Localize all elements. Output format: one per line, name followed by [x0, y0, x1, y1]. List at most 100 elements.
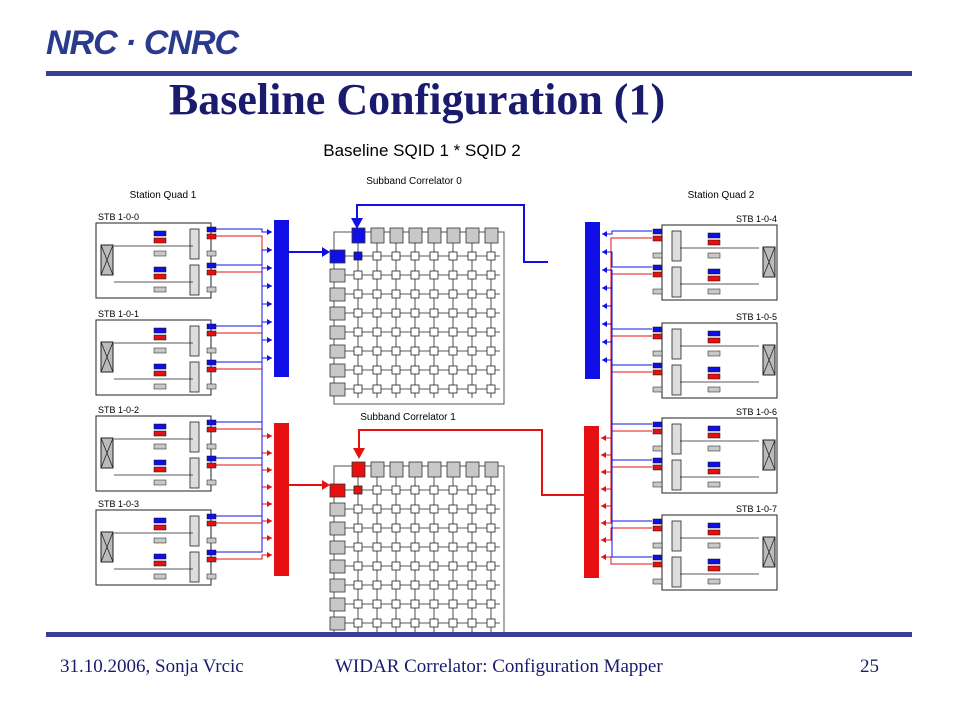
stb-red-chip	[707, 468, 721, 475]
correlator-cell	[467, 485, 477, 495]
stb-output-gray	[652, 386, 663, 393]
correlator-cell	[429, 485, 439, 495]
correlator-cell	[467, 308, 477, 318]
stb-filter	[189, 421, 200, 453]
correlator-cell	[429, 542, 439, 552]
wire-arrowhead	[601, 554, 606, 560]
stb-gray-chip	[707, 386, 721, 393]
correlator-cell	[467, 542, 477, 552]
correlator-cell	[372, 561, 382, 571]
row-input-block	[329, 597, 346, 612]
stb-transceiver-mark	[100, 437, 114, 469]
stb-output-blue	[652, 554, 663, 561]
correlator-cell	[353, 523, 363, 533]
correlator-cell	[486, 485, 496, 495]
stb-red-chip	[153, 430, 167, 437]
stb-output-red	[206, 269, 217, 276]
correlator-cell	[372, 346, 382, 356]
stb-board-2: STB 1-0-2	[95, 405, 217, 492]
stb-output-blue	[652, 264, 663, 271]
wire	[216, 522, 272, 539]
correlator-cell	[429, 346, 439, 356]
wire	[601, 237, 652, 439]
correlator-cell	[448, 289, 458, 299]
correlator-cell	[486, 327, 496, 337]
wire-arrowhead	[267, 484, 272, 490]
correlator-cell	[372, 365, 382, 375]
wire	[216, 428, 272, 505]
stb-output-blue	[206, 455, 217, 462]
wire-arrowhead	[602, 231, 607, 237]
stb-gray-chip	[153, 573, 167, 580]
correlator-cell	[429, 580, 439, 590]
stb-filter	[189, 457, 200, 489]
stb-gray-chip	[707, 350, 721, 357]
wire-arrowhead	[267, 518, 272, 524]
wire	[216, 267, 272, 327]
correlator-cell	[391, 485, 401, 495]
stb-transceiver-mark	[762, 344, 776, 376]
feedback-arrow-top	[356, 204, 548, 263]
row-input-block	[329, 559, 346, 574]
stb-red-chip	[153, 524, 167, 531]
stb-gray-chip	[153, 537, 167, 544]
row-input-block	[329, 502, 346, 517]
correlator-cell	[448, 346, 458, 356]
stb-output-red	[206, 233, 217, 240]
correlator-cell	[429, 618, 439, 628]
stb-red-chip	[707, 275, 721, 282]
correlator-cell	[429, 561, 439, 571]
correlator-cell	[391, 384, 401, 394]
right-red-bar	[584, 426, 599, 578]
column-input-block	[484, 461, 499, 478]
correlator-cell	[448, 308, 458, 318]
correlator-cell	[486, 599, 496, 609]
row-input-block	[329, 268, 346, 283]
correlator-cell	[429, 384, 439, 394]
correlator-cell	[486, 270, 496, 280]
stb-label: STB 1-0-7	[736, 504, 777, 514]
stb-output-gray	[206, 286, 217, 293]
correlator-cell	[486, 384, 496, 394]
correlator-cell	[429, 289, 439, 299]
column-input-block	[389, 227, 404, 244]
stb-red-chip	[153, 334, 167, 341]
stb-red-chip	[707, 373, 721, 380]
correlator-cell	[410, 580, 420, 590]
stb-output-gray	[652, 288, 663, 295]
correlator-cell	[391, 599, 401, 609]
stb-red-chip	[707, 529, 721, 536]
stb-transceiver-mark	[100, 341, 114, 373]
correlator-cell	[391, 251, 401, 261]
correlator-cell	[448, 365, 458, 375]
column-input-block	[370, 461, 385, 478]
stb-output-blue	[206, 549, 217, 556]
stb-blue-chip	[153, 363, 167, 370]
arrowhead	[351, 218, 363, 229]
correlator-cell	[372, 308, 382, 318]
wire-arrowhead	[267, 501, 272, 507]
column-input-block	[446, 227, 461, 244]
correlator-cell	[410, 561, 420, 571]
stb-output-blue	[206, 419, 217, 426]
wire	[216, 368, 272, 488]
slide-title: Baseline Configuration (1)	[168, 75, 666, 124]
column-input-block	[465, 461, 480, 478]
stb-output-gray	[652, 578, 663, 585]
stb-red-chip	[153, 273, 167, 280]
stb-output-gray	[652, 350, 663, 357]
stb-filter	[189, 228, 200, 260]
correlator-cell	[448, 504, 458, 514]
correlator-cell	[391, 327, 401, 337]
wire	[602, 230, 652, 235]
correlator-cell	[391, 504, 401, 514]
stb-board-4: STB 1-0-4	[652, 214, 778, 301]
wire	[216, 235, 272, 437]
correlator-cell	[391, 365, 401, 375]
correlator-cell	[486, 346, 496, 356]
bottom-rule	[46, 632, 912, 637]
correlator-cell	[353, 308, 363, 318]
row-input-block	[329, 249, 346, 264]
row-input-block	[329, 540, 346, 555]
